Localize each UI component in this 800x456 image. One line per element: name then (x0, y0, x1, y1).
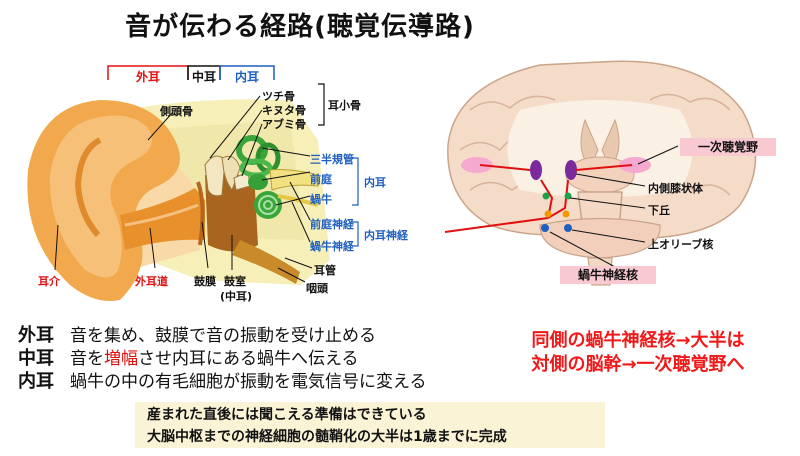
label-stapes: アブミ骨 (262, 118, 306, 131)
label-pharynx: 咽頭 (306, 282, 328, 295)
note-line-1: 産まれた直後には聞こえる準備はできている (147, 407, 427, 423)
pathway-callout: 同側の蝸牛神経核→大半は 対側の脳幹→一次聴覚野へ (488, 329, 788, 377)
label-vestibule: 前庭 (310, 173, 332, 186)
incus-shape (221, 155, 241, 192)
desc-term: 外耳 (18, 325, 54, 346)
inferior-colliculus-right (564, 192, 572, 200)
callout-line-1: 同側の蝸牛神経核→大半は (531, 330, 745, 351)
label-inner-ear: 内耳 (364, 176, 386, 189)
label-ossicles: 耳小骨 (328, 99, 361, 112)
desc-text: 音を集め、鼓膜で音の振動を受け止める (70, 326, 376, 346)
label-tympanic-cavity: 鼓室 (224, 275, 246, 288)
region-outer-ear: 外耳 (135, 70, 160, 84)
vestibule-shape (248, 174, 268, 190)
ear-illustration (27, 83, 359, 301)
label-inner-ear-nerve: 内耳神経 (364, 229, 408, 242)
label-incus: キヌタ骨 (262, 104, 306, 117)
label-inferior-colliculus: 下丘 (648, 204, 670, 217)
desc-row-outer-ear: 外耳音を集め、鼓膜で音の振動を受け止める (18, 321, 376, 347)
note-line-2: 大脳中枢までの神経細胞の髄鞘化の大半は1歳までに完成 (147, 429, 507, 445)
tag-primary-auditory-cortex: 一次聴覚野 (680, 138, 776, 156)
desc-term: 内耳 (18, 371, 54, 392)
brain-illustration (444, 60, 757, 286)
region-inner-ear: 内耳 (234, 70, 259, 84)
eustachian-tube-shape (232, 240, 300, 284)
development-note: 産まれた直後には聞こえる準備はできている 大脳中枢までの神経細胞の髄鞘化の大半は… (135, 402, 605, 448)
page-title: 音が伝わる経路(聴覚伝導路) (125, 12, 475, 42)
desc-text: 音を (70, 349, 104, 369)
auditory-cortex-right (619, 157, 651, 173)
region-middle-ear: 中耳 (191, 70, 216, 84)
medial-geniculate-right (565, 160, 577, 180)
label-eardrum: 鼓膜 (194, 275, 216, 288)
medial-geniculate-left (530, 160, 542, 180)
eardrum-shape (196, 181, 205, 246)
label-superior-olive: 上オリーブ核 (648, 238, 714, 251)
tag-cochlear-nucleus: 蝸牛神経核 (560, 266, 656, 284)
desc-highlight: 増幅 (104, 349, 138, 369)
desc-row-middle-ear: 中耳音を増幅させ内耳にある蝸牛へ伝える (18, 344, 359, 370)
superior-olive-left (541, 224, 549, 232)
ear-canal-shape (120, 188, 205, 250)
label-tympanic-cavity-sub: (中耳) (220, 290, 253, 303)
label-medial-geniculate: 内側膝状体 (648, 182, 703, 195)
auditory-cortex-left (461, 157, 493, 173)
label-cochlear-nerve: 蝸牛神経 (310, 240, 354, 253)
desc-text: させ内耳にある蝸牛へ伝える (138, 349, 359, 369)
desc-row-inner-ear: 内耳蝸牛の中の有毛細胞が振動を電気信号に変える (18, 367, 427, 393)
label-temporal-bone: 側頭骨 (160, 105, 193, 118)
malleus-shape (204, 155, 226, 197)
label-vestibular-nerve: 前庭神経 (310, 218, 354, 231)
label-auricle: 耳介 (38, 275, 60, 288)
callout-line-2: 対側の脳幹→一次聴覚野へ (531, 354, 745, 375)
desc-term: 中耳 (18, 348, 54, 369)
desc-text: 蝸牛の中の有毛細胞が振動を電気信号に変える (70, 372, 427, 392)
inferior-colliculus-left (542, 192, 550, 200)
label-semicircular-canals: 三半規管 (310, 153, 354, 166)
label-ear-canal: 外耳道 (135, 275, 168, 288)
nerve-shape (269, 169, 319, 191)
label-malleus: ツチ骨 (262, 90, 295, 103)
region-brackets (107, 65, 275, 80)
label-cochlea: 蝸牛 (310, 193, 332, 206)
superior-olive-right (564, 224, 572, 232)
label-eustachian-tube: 耳管 (314, 264, 336, 277)
